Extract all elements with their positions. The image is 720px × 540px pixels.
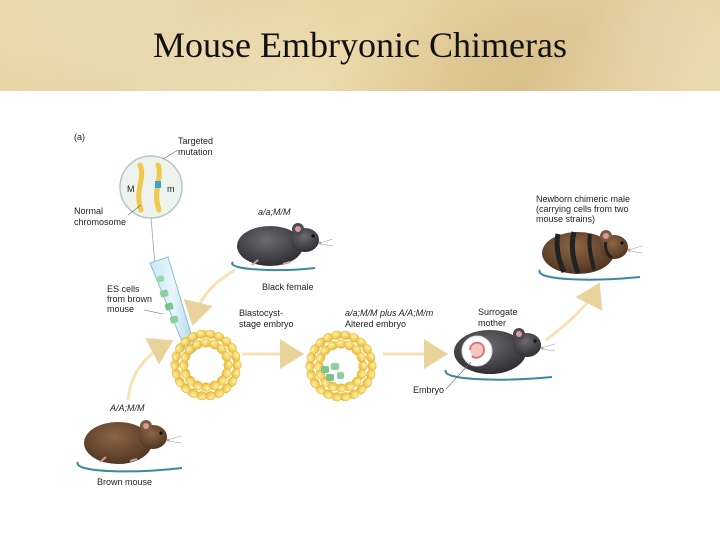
surrogate-label-2: mother bbox=[478, 318, 506, 328]
normal-chromosome-label-1: Normal bbox=[74, 206, 103, 216]
newborn-label-1: Newborn chimeric male bbox=[536, 194, 630, 204]
es-cells-label-1: ES cells bbox=[107, 284, 140, 294]
blastocyst-cell bbox=[231, 350, 241, 362]
blastocyst-embryo bbox=[170, 329, 242, 401]
chimeric-male-mouse bbox=[538, 230, 643, 281]
black-female-label: Black female bbox=[262, 282, 314, 292]
brown-mouse-label: Brown mouse bbox=[97, 477, 152, 487]
title-banner bbox=[0, 0, 720, 91]
targeted-mutation-label-1: Targeted bbox=[178, 136, 213, 146]
normal-chromosome bbox=[136, 162, 145, 213]
es-cells-label-2: from brown bbox=[107, 294, 152, 304]
injected-es-cells bbox=[321, 363, 344, 381]
blastocyst-cell bbox=[366, 351, 376, 363]
blastocyst-cell bbox=[221, 351, 231, 362]
black-female-mouse bbox=[231, 223, 334, 271]
newborn-label-2: (carrying cells from two bbox=[536, 204, 629, 214]
allele-mutant-label: m bbox=[167, 184, 175, 194]
blastocyst-label-1: Blastocyst- bbox=[239, 308, 283, 318]
es-cell-pipette bbox=[149, 256, 197, 357]
altered-embryo-genotype: a/a;M/M plus A/A;M/m bbox=[345, 308, 434, 318]
brown-mouse bbox=[76, 420, 183, 473]
black-female-genotype: a/a;M/M bbox=[258, 207, 291, 217]
surrogate-mother-mouse bbox=[444, 328, 556, 381]
surrogate-label-1: Surrogate bbox=[478, 307, 518, 317]
altered-embryo-label: Altered embryo bbox=[345, 319, 406, 329]
blastocyst-label-2: stage embryo bbox=[239, 319, 294, 329]
slide-title: Mouse Embryonic Chimeras bbox=[153, 25, 567, 65]
newborn-label-3: mouse strains) bbox=[536, 214, 595, 224]
brown-mouse-genotype: A/A;M/M bbox=[109, 403, 145, 413]
targeted-mutation-label-2: mutation bbox=[178, 147, 213, 157]
normal-chromosome-label-2: chromosome bbox=[74, 217, 126, 227]
panel-label: (a) bbox=[74, 132, 85, 142]
arrow-female-to-blastocyst bbox=[183, 268, 236, 326]
allele-normal-label: M bbox=[127, 184, 135, 194]
arrow-brown-to-es-cells bbox=[126, 338, 174, 401]
chromosome-inset: M m bbox=[119, 155, 183, 219]
blastocyst-cell bbox=[356, 352, 366, 363]
mutation-marker bbox=[155, 181, 161, 188]
arrow-surrogate-to-newborn bbox=[545, 282, 603, 342]
embryo-label: Embryo bbox=[413, 385, 444, 395]
es-cells-label-3: mouse bbox=[107, 304, 134, 314]
altered-embryo bbox=[305, 330, 377, 402]
